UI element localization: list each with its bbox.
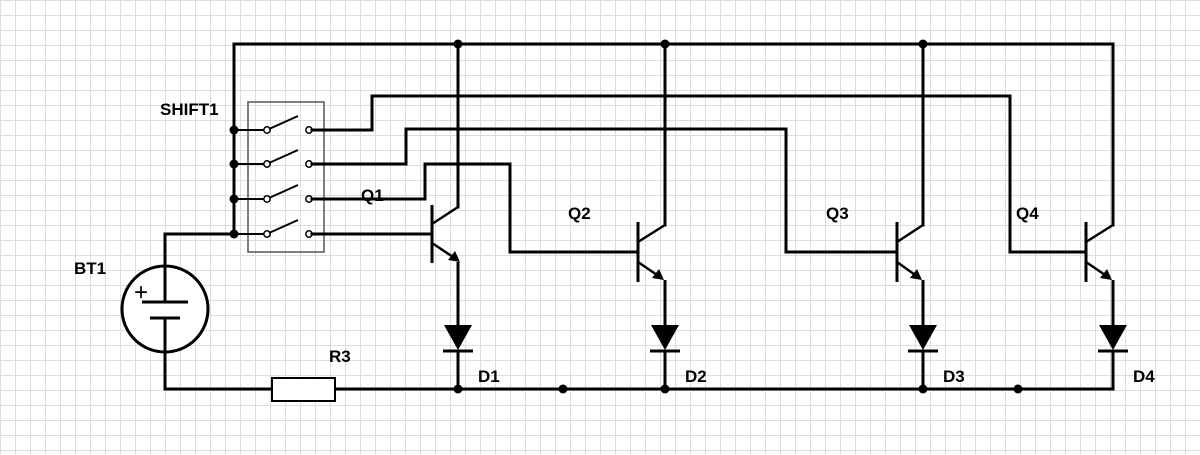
label-q2: Q2	[568, 204, 591, 223]
switch-body	[247, 101, 325, 253]
label-shift1: SHIFT1	[160, 100, 219, 119]
battery-plus-sign: +	[134, 279, 148, 306]
label-d3: D3	[943, 367, 965, 386]
label-bt1: BT1	[74, 259, 106, 278]
label-q4: Q4	[1016, 204, 1039, 223]
transistor-q4	[1084, 222, 1115, 325]
diode-d3	[908, 325, 938, 389]
top-rail-wire	[232, 42, 1115, 227]
label-r3: R3	[329, 347, 351, 366]
switch-levers	[268, 115, 299, 234]
control-wire-q2	[310, 162, 640, 254]
battery-bottom-wire	[163, 351, 274, 391]
battery-bt1: +	[120, 264, 210, 354]
diode-d1	[443, 325, 473, 389]
diode-d4	[1098, 325, 1128, 389]
control-wire-q3	[310, 127, 899, 254]
diode-d2	[650, 325, 680, 389]
label-q1: Q1	[361, 186, 384, 205]
label-d4: D4	[1133, 367, 1155, 386]
battery-top-wire	[163, 232, 236, 267]
label-d2: D2	[685, 367, 707, 386]
switch-shift1	[234, 101, 325, 253]
transistor-q1	[430, 205, 460, 325]
resistor-r3	[271, 377, 336, 402]
junction-dots	[229, 39, 1023, 394]
transistor-q3	[895, 222, 925, 325]
label-d1: D1	[478, 367, 500, 386]
switch-contacts	[263, 126, 313, 238]
label-q3: Q3	[826, 204, 849, 223]
transistor-q2	[636, 222, 667, 325]
control-wire-q4	[310, 94, 1088, 254]
